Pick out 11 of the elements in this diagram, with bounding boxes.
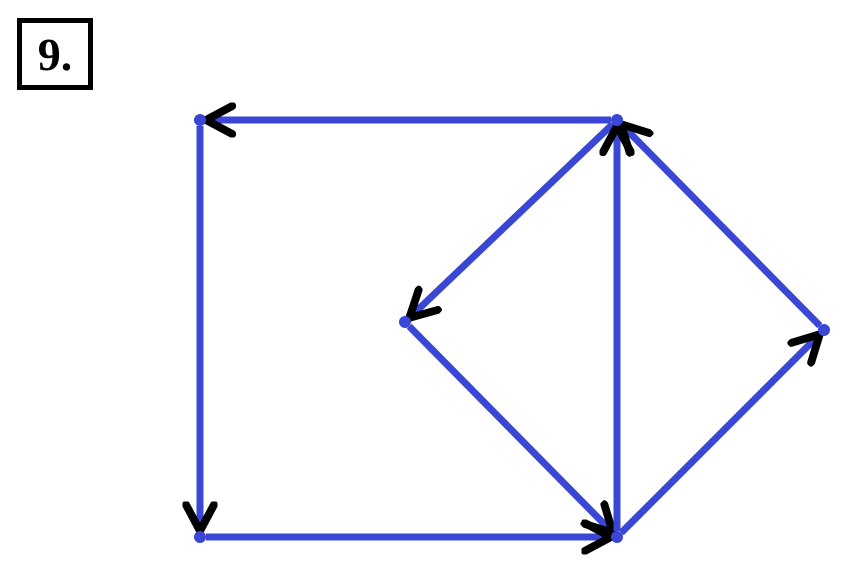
vertex-dot (611, 114, 623, 126)
vertex-dot (399, 316, 411, 328)
arrow (206, 519, 615, 555)
arrow (599, 122, 635, 531)
vertex-dot (818, 324, 830, 336)
arrow (618, 330, 824, 536)
arrow (182, 126, 218, 535)
task-number: 9. (17, 18, 93, 90)
arrow (202, 102, 611, 138)
vertex-dot (194, 114, 206, 126)
vertex-dot (194, 531, 206, 543)
